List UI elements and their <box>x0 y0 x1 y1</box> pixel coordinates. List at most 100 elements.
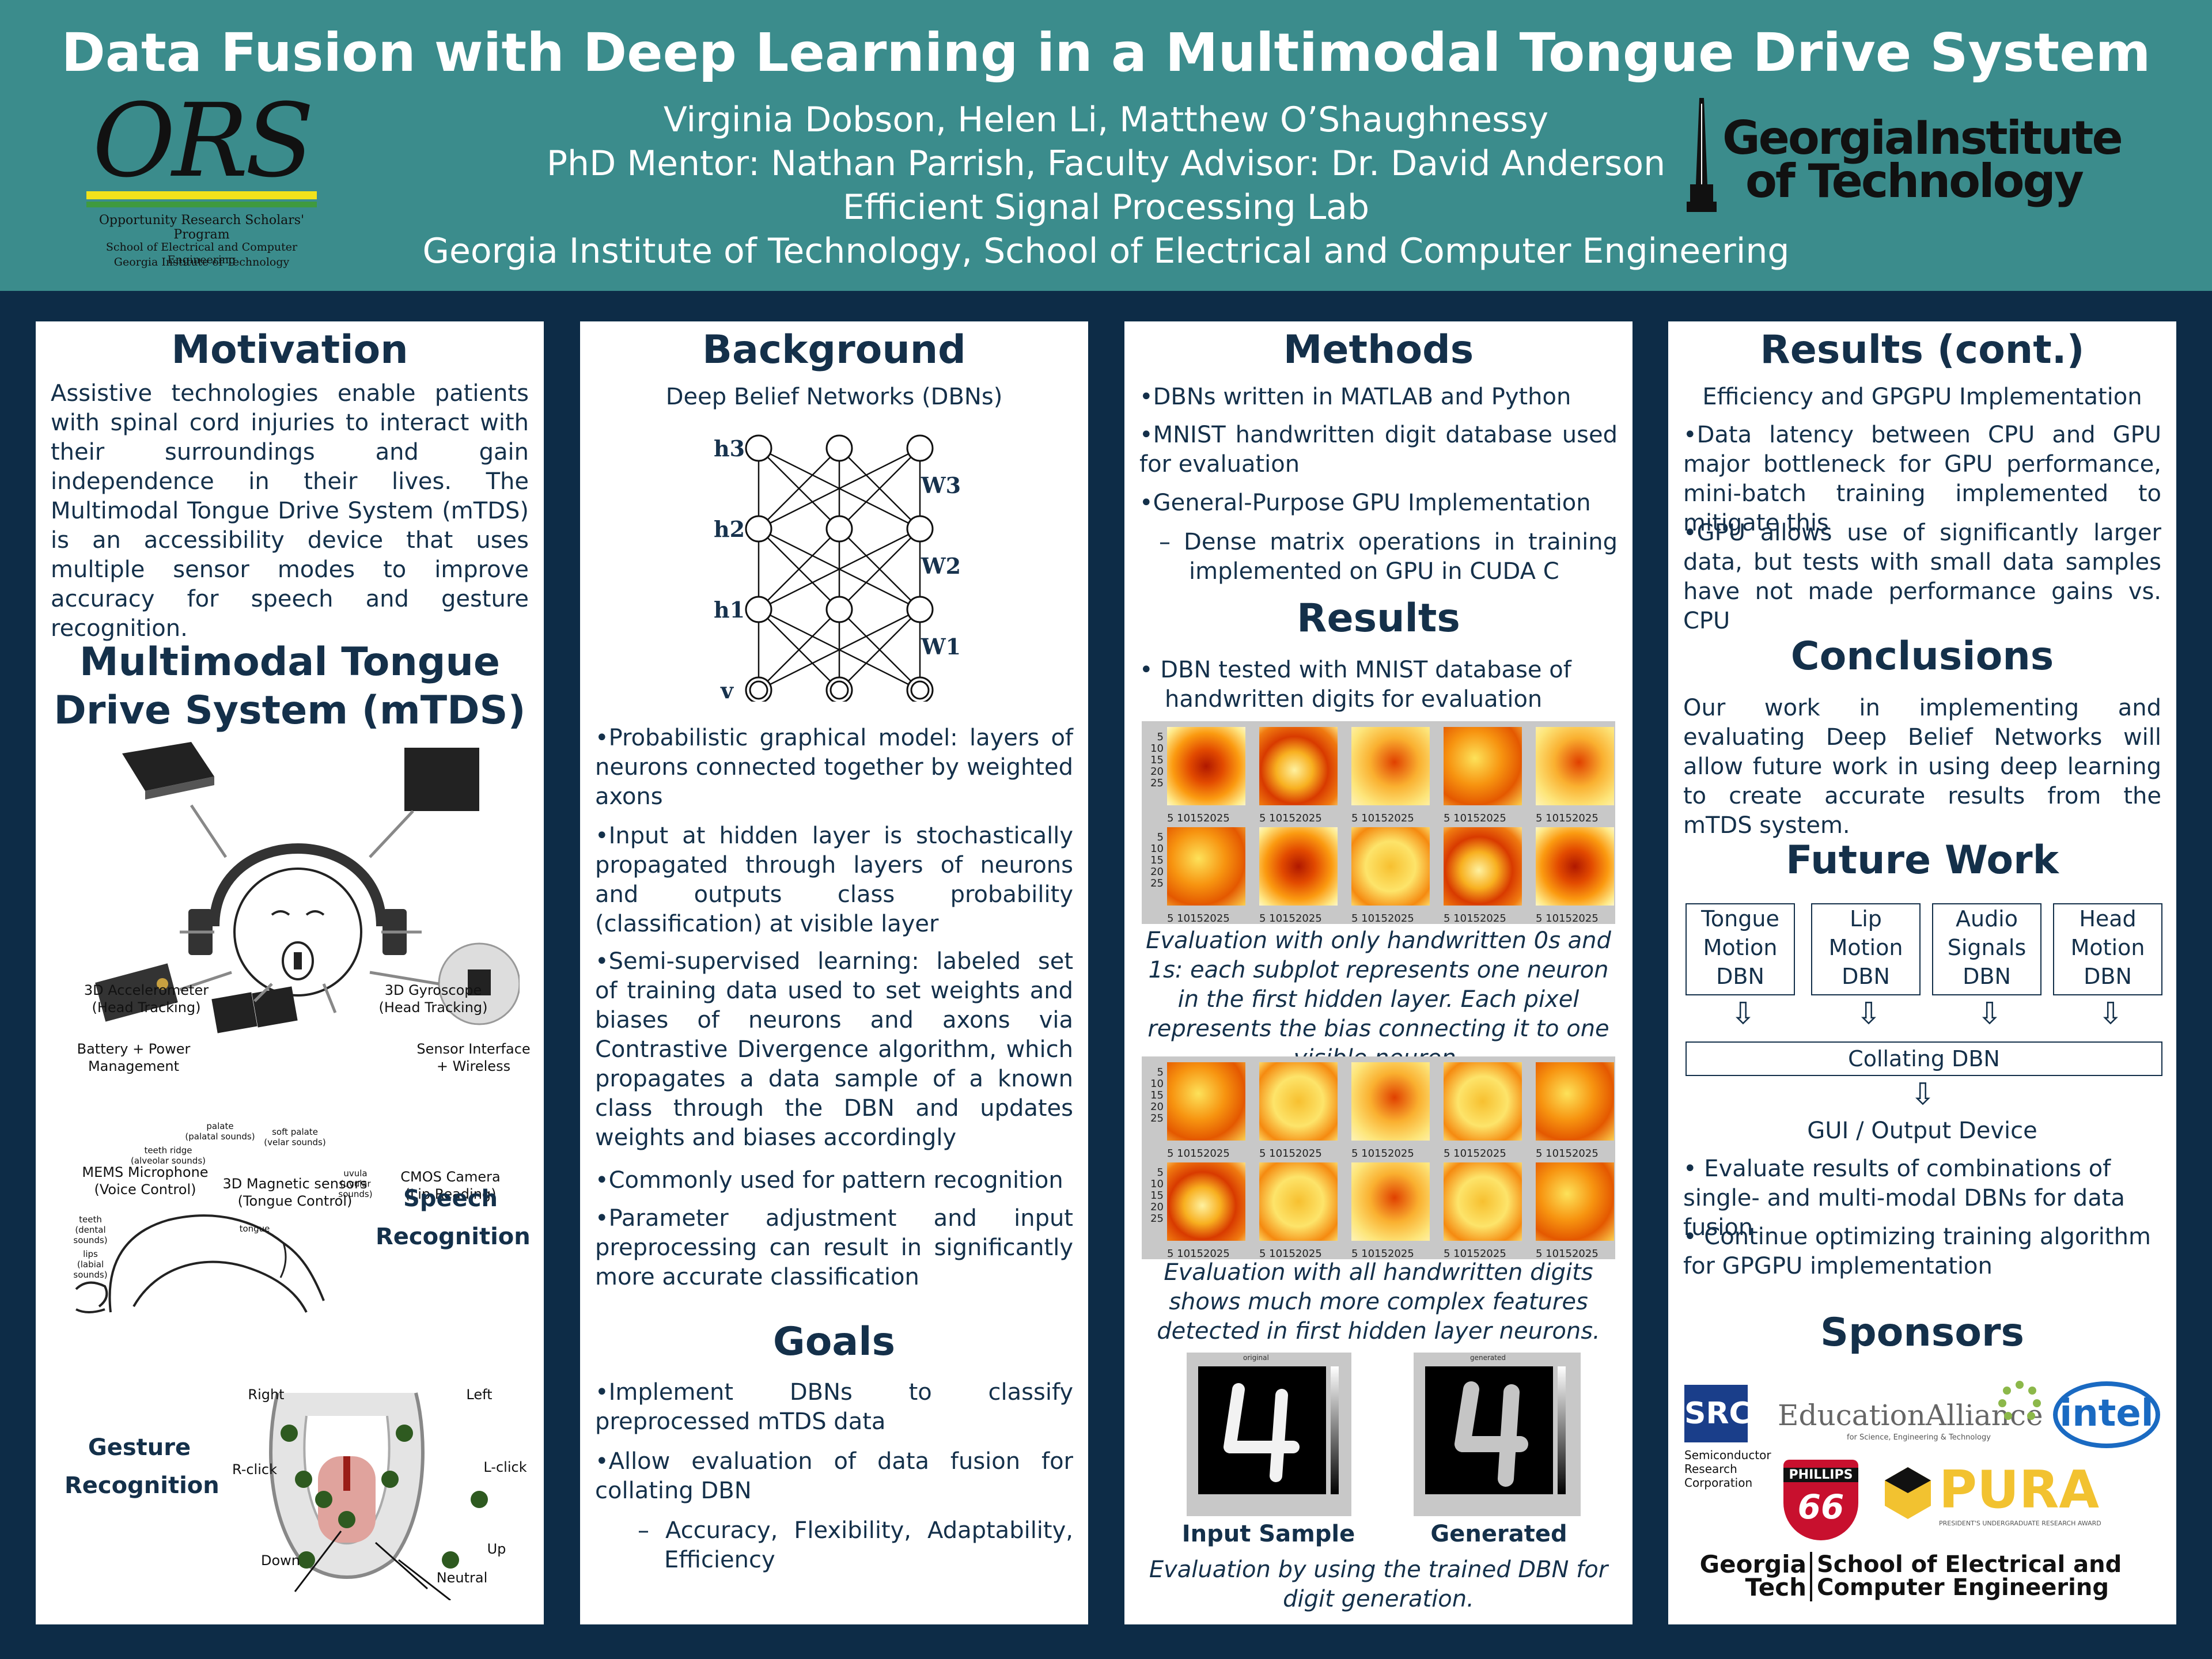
magnetic-sensors-label-2: (Tongue Control) <box>237 1193 353 1209</box>
future-work-bullet-2: • Continue optimizing training algorithm… <box>1683 1224 2151 1279</box>
results-caption-3: Evaluation by using the trained DBN for … <box>1149 1556 1608 1612</box>
pura-sub: PRESIDENT'S UNDERGRADUATE RESEARCH AWARD <box>1939 1520 2101 1527</box>
x-tick-label: 5 10152025 <box>1167 1147 1230 1160</box>
gesture-recognition-label-1: Gesture <box>88 1434 191 1461</box>
x-tick-label: 5 10152025 <box>1167 812 1230 824</box>
dbn-w2-label: W2 <box>921 553 961 579</box>
lips-label: lips <box>83 1249 98 1259</box>
gesture-down-label: Down <box>260 1552 300 1569</box>
x-tick-label: 5 10152025 <box>1536 812 1599 824</box>
poster-title: Data Fusion with Deep Learning in a Mult… <box>61 22 2151 84</box>
neuron-tile <box>1536 827 1614 906</box>
battery-label-1: Battery + Power <box>77 1041 191 1057</box>
palate-sub-label: (palatal sounds) <box>185 1131 255 1142</box>
down-arrow-icon: ⇩ <box>1856 997 1881 1031</box>
gt-ece-divider <box>1810 1552 1812 1601</box>
conclusions-text: Our work in implementing and evaluating … <box>1683 695 2161 839</box>
teeth-ridge-sub-label: (alveolar sounds) <box>131 1156 206 1166</box>
neuron-tile <box>1444 727 1522 805</box>
neuron-tile <box>1259 1062 1338 1141</box>
background-bullet-5: •Parameter adjustment and input preproce… <box>595 1205 1073 1290</box>
sponsors-heading: Sponsors <box>1820 1310 2024 1355</box>
neuron-tile <box>1444 827 1522 906</box>
ors-school-line1: School of Electrical and Computer Engine… <box>105 241 298 266</box>
x-tick-label: 5 10152025 <box>1167 1248 1230 1260</box>
ors-logo-mark: ORS <box>92 82 314 200</box>
generated-sample-plot: generated <box>1414 1353 1581 1516</box>
collating-dbn-box: Collating DBN <box>1685 1041 2162 1076</box>
x-tick-label: 5 10152025 <box>1536 1248 1599 1260</box>
neuron-tile <box>1351 727 1430 805</box>
gesture-right-label: Right <box>248 1387 285 1403</box>
generated-label: Generated <box>1430 1521 1567 1547</box>
input-digit-image <box>1198 1366 1326 1494</box>
institution: Georgia Institute of Technology, School … <box>422 231 1790 271</box>
down-arrow-icon: ⇩ <box>1910 1077 1936 1112</box>
neuron-tile <box>1351 1062 1430 1141</box>
methods-heading: Methods <box>1283 327 1474 373</box>
x-tick-label: 5 10152025 <box>1259 812 1322 824</box>
motivation-text: Assistive technologies enable patients w… <box>51 380 529 642</box>
education-alliance-star-icon <box>1998 1381 2041 1420</box>
gesture-extra-dots <box>294 1491 488 1600</box>
methods-bullet-2: •MNIST handwritten digit database used f… <box>1139 422 1618 478</box>
panel-background: Background Deep Belief Networks (DBNs) h… <box>580 321 1088 1624</box>
teeth-ridge-label: teeth ridge <box>144 1145 192 1156</box>
results-cont-heading: Results (cont.) <box>1760 327 2085 373</box>
panel-methods: Methods •DBNs written in MATLAB and Pyth… <box>1124 321 1633 1624</box>
microphone-label-2: (Voice Control) <box>94 1181 196 1198</box>
neuron-tile <box>1167 1062 1245 1141</box>
x-tick-label: 5 10152025 <box>1351 1248 1414 1260</box>
ors-logo-bar-yellow <box>86 191 317 199</box>
magnetic-sensors-label-1: 3D Magnetic sensors <box>222 1176 368 1192</box>
mentors: PhD Mentor: Nathan Parrish, Faculty Advi… <box>546 143 1666 184</box>
georgia-tech-logo: GeorgiaInstitute of Technology <box>1682 98 2160 219</box>
goals-sub-bullet: – Accuracy, Flexibility, Adaptability, E… <box>638 1517 1073 1573</box>
gt-logo-line2: of Technology <box>1745 154 2084 208</box>
soft-palate-label: soft palate <box>272 1127 318 1137</box>
goals-bullet-2: •Allow evaluation of data fusion for col… <box>595 1448 1073 1504</box>
motivation-heading: Motivation <box>171 327 408 373</box>
goals-bullet-1: •Implement DBNs to classify preprocessed… <box>595 1379 1073 1435</box>
weights-grid-0s-1s <box>1142 721 1615 924</box>
colorbar <box>1558 1366 1566 1494</box>
intel-logo: intel <box>2053 1381 2160 1448</box>
background-bullet-4: •Commonly used for pattern recognition <box>595 1167 1063 1194</box>
results-bullet: • DBN tested with MNIST database of hand… <box>1139 657 1571 713</box>
down-arrow-icon: ⇩ <box>2098 997 2123 1031</box>
uvula-label: uvula <box>343 1168 368 1179</box>
microphone-label-1: MEMS Microphone <box>82 1164 209 1180</box>
lips-sub-label: (labial sounds) <box>73 1259 108 1280</box>
neuron-tile <box>1351 1162 1430 1241</box>
background-subheading: Deep Belief Networks (DBNs) <box>665 384 1003 410</box>
dbn-v-label: v <box>721 677 734 703</box>
gesture-rclick-label: R-click <box>232 1461 277 1478</box>
teeth-label: teeth <box>79 1214 102 1225</box>
neuron-tile <box>1259 827 1338 906</box>
gesture-neutral-label: Neutral <box>436 1570 488 1586</box>
tongue-motion-dbn-box: Tongue Motion DBN <box>1685 903 1795 995</box>
methods-sub-bullet: – Dense matrix operations in training im… <box>1159 529 1618 585</box>
digit-four-icon <box>1224 1383 1300 1482</box>
methods-bullet-3: •General-Purpose GPU Implementation <box>1139 490 1591 516</box>
weights-grid-all-digits <box>1142 1056 1615 1259</box>
background-bullet-3: •Semi-supervised learning: labeled set o… <box>595 948 1073 1151</box>
dbn-h3-label: h3 <box>714 435 745 461</box>
palate-label: palate <box>206 1121 234 1131</box>
generated-plot-title: generated <box>1470 1354 1506 1362</box>
pura-logo: PURA <box>1939 1460 2099 1520</box>
speech-recognition-label-2: Recognition <box>376 1224 531 1250</box>
gt-logo-line1: GeorgiaInstitute <box>1722 111 2123 165</box>
camera-label-2: (Lip Reading) <box>404 1186 497 1202</box>
tech-tower-icon <box>1687 98 1717 212</box>
camera-label-1: CMOS Camera <box>400 1169 501 1185</box>
x-tick-label: 5 10152025 <box>1259 1248 1322 1260</box>
gyroscope-label-2: (Head Tracking) <box>378 999 488 1016</box>
x-tick-label: 5 10152025 <box>1259 912 1322 925</box>
battery-label-2: Management <box>88 1058 180 1074</box>
gesture-mouth-diagram <box>269 1392 425 1579</box>
gesture-recognition-label-2: Recognition <box>65 1472 219 1499</box>
neuron-tile <box>1259 1162 1338 1241</box>
methods-bullet-1: •DBNs written in MATLAB and Python <box>1139 384 1571 410</box>
